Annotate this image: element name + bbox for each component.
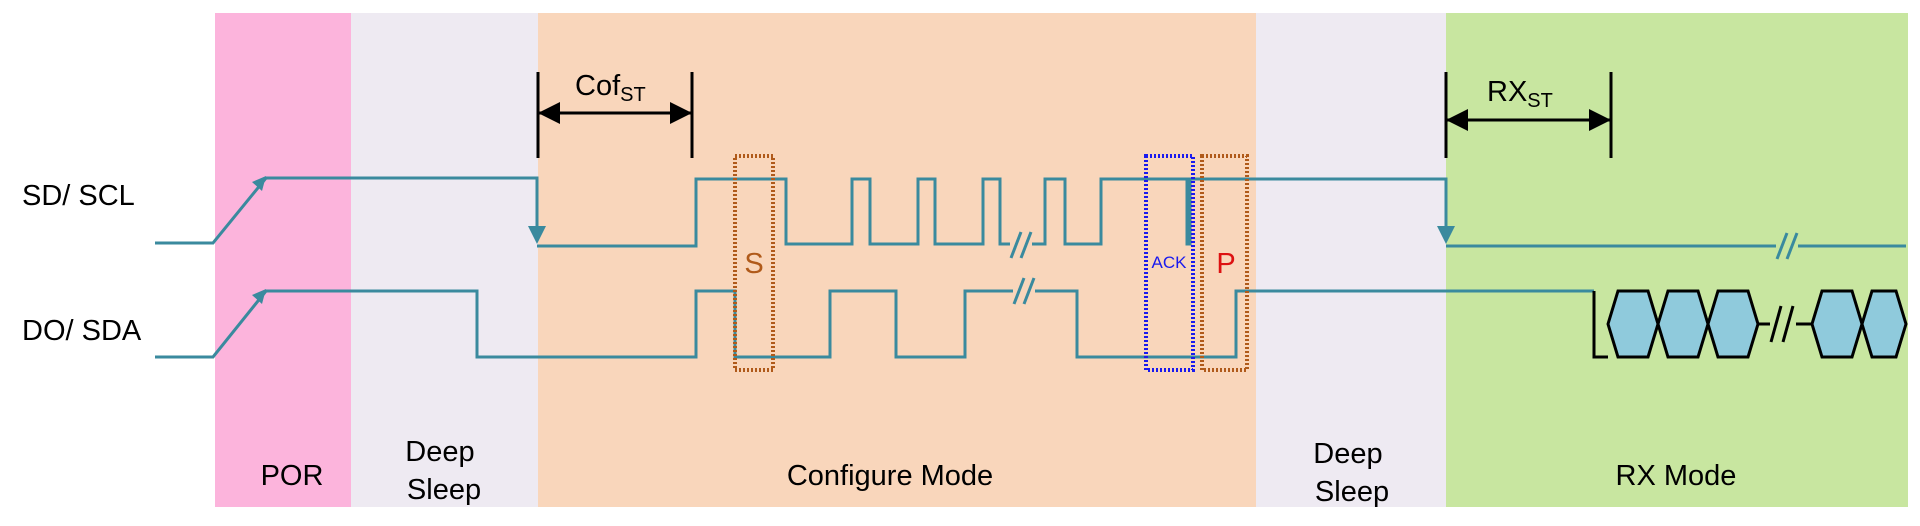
scl-arrowhead-por xyxy=(252,176,266,191)
sda-break-mark-config xyxy=(1012,277,1036,305)
scl-waveform xyxy=(155,176,1906,248)
rx-data-cell xyxy=(1860,289,1908,359)
phase-band-deep-sleep-2 xyxy=(1256,13,1446,507)
signal-label-scl: SD/ SCL xyxy=(22,180,135,212)
signal-label-sda: DO/ SDA xyxy=(22,315,142,347)
cof-st-label: CofST xyxy=(575,70,646,106)
scl-break-mark-config xyxy=(1009,230,1033,259)
phase-label-deep-sleep-1: Deep Sleep xyxy=(405,436,482,506)
stop-condition-box xyxy=(1200,154,1249,372)
start-condition-box xyxy=(733,154,775,372)
rx-data-bus xyxy=(1592,289,1908,359)
phase-band-deep-sleep-1 xyxy=(351,13,538,507)
rx-st-dimension xyxy=(1444,72,1613,158)
rx-data-cell xyxy=(1706,289,1760,359)
sda-waveform xyxy=(155,289,1594,359)
phase-label-deep-sleep-2: Deep Sleep xyxy=(1313,438,1390,508)
scl-arrowhead-rx xyxy=(1437,226,1455,244)
sda-arrowhead-por xyxy=(252,289,266,304)
ack-box xyxy=(1144,154,1195,372)
phase-band-configure xyxy=(538,13,1256,507)
scl-arrowhead-config xyxy=(528,226,546,244)
rx-data-cell xyxy=(1606,289,1660,359)
cof-st-dimension xyxy=(536,72,694,158)
phase-band-por xyxy=(215,13,351,507)
scl-break-mark-rx xyxy=(1775,232,1799,260)
start-condition-label: S xyxy=(744,248,763,280)
rx-data-cell xyxy=(1656,289,1710,359)
phase-band-rx xyxy=(1446,13,1908,507)
phase-label-rx: RX Mode xyxy=(1616,460,1737,492)
rx-st-label: RXST xyxy=(1487,76,1553,112)
rx-data-cell xyxy=(1810,289,1864,359)
phase-label-configure: Configure Mode xyxy=(787,460,993,492)
phase-label-por: POR xyxy=(261,460,324,492)
stop-condition-label: P xyxy=(1216,248,1235,280)
ack-label: ACK xyxy=(1152,253,1188,272)
